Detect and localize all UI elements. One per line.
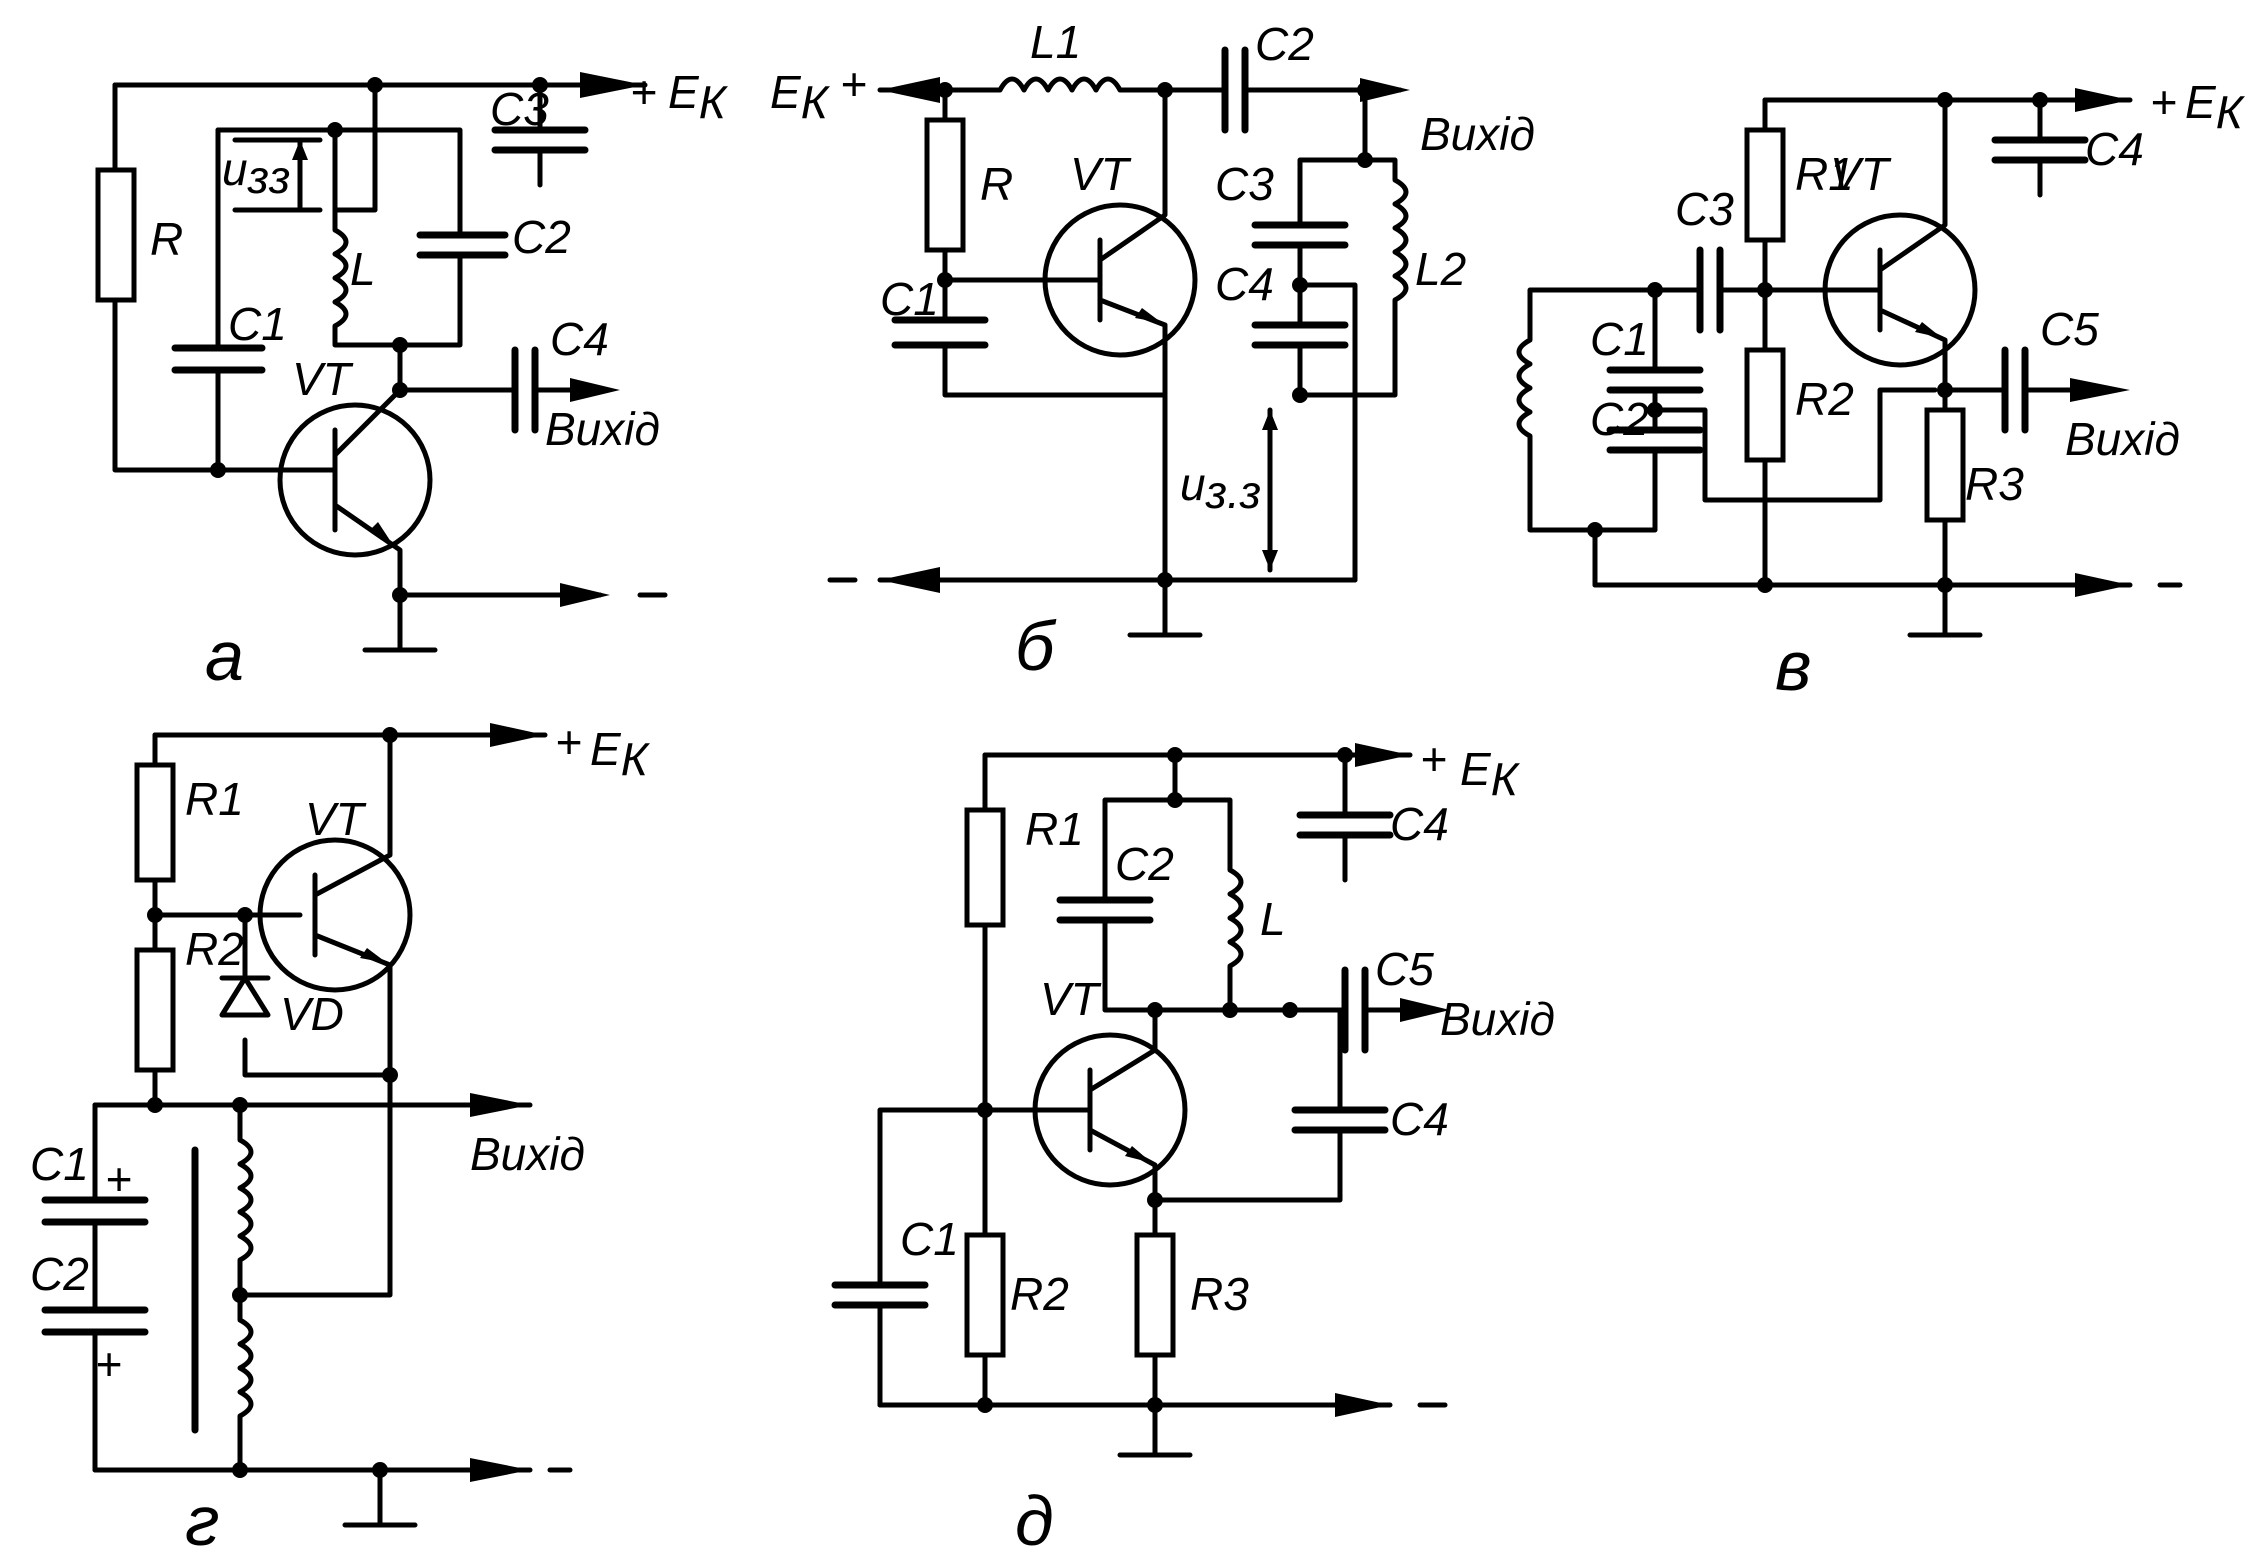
resistor-r2-label: R2 xyxy=(185,923,244,975)
capacitor-c4-label: C4 xyxy=(1390,1093,1449,1145)
capacitor-c1-label: C1 xyxy=(880,273,939,325)
inductor-l1-label: L1 xyxy=(1030,16,1081,68)
resistor-r xyxy=(924,117,966,253)
capacitor-c5-label: C5 xyxy=(1375,943,1434,995)
plus-sign: + xyxy=(840,58,867,110)
supply-label: EК xyxy=(590,723,651,785)
resistor-r3 xyxy=(1134,1232,1176,1358)
transistor-vt xyxy=(1822,212,1978,368)
plus-sign: + xyxy=(2150,76,2177,128)
capacitor-c1-label: C1 xyxy=(30,1138,89,1190)
capacitor-c2-label: C2 xyxy=(1255,18,1314,70)
resistor-r1 xyxy=(964,807,1006,928)
capacitor-c4-label: C4 xyxy=(1390,798,1449,850)
supply-label: EК xyxy=(770,66,831,128)
resistor-r3 xyxy=(1924,407,1966,523)
capacitor-c4-label: C4 xyxy=(2085,123,2144,175)
resistor-r2 xyxy=(134,947,176,1073)
capacitor-c2-label: C2 xyxy=(30,1248,89,1300)
output-label: Вихід xyxy=(1420,108,1535,160)
panel-g-caption: г xyxy=(185,1482,220,1560)
diode-vd-label: VD xyxy=(280,988,344,1040)
transistor-vt-label: VT xyxy=(1040,973,1102,1025)
inductor-l2-label: L2 xyxy=(1415,243,1466,295)
resistor-r2 xyxy=(1744,347,1786,463)
resistor-r2-label: R2 xyxy=(1795,373,1854,425)
capacitor-c1-label: C1 xyxy=(228,298,287,350)
output-label: Вихід xyxy=(470,1128,585,1180)
transistor-vt-label: VT xyxy=(1830,148,1892,200)
panel-v-caption: в xyxy=(1775,627,1812,705)
capacitor-c5-label: C5 xyxy=(2040,303,2099,355)
transistor-vt xyxy=(257,837,413,993)
resistor-r-label: R xyxy=(980,158,1013,210)
plus-sign: + xyxy=(630,66,657,118)
resistor-r1 xyxy=(1744,127,1786,243)
supply-label: EК xyxy=(1460,743,1521,805)
capacitor-c4-label: C4 xyxy=(550,313,609,365)
feedback-voltage-label: uзз xyxy=(222,143,290,203)
inductor-l-label: L xyxy=(350,243,376,295)
panel-a-caption: а xyxy=(205,617,244,695)
capacitor-c2-label: C2 xyxy=(1590,393,1649,445)
output-label: Вихід xyxy=(1440,993,1555,1045)
plus-sign: + xyxy=(105,1153,132,1205)
transistor-vt-label: VT xyxy=(1070,148,1132,200)
resistor-r2 xyxy=(964,1232,1006,1358)
resistor-r3-label: R3 xyxy=(1965,458,2024,510)
capacitor-c2-label: C2 xyxy=(512,211,571,263)
inductor-l-label: L xyxy=(1260,893,1286,945)
capacitor-c1-label: C1 xyxy=(900,1213,959,1265)
resistor-r1 xyxy=(134,762,176,883)
transistor-vt-label: VT xyxy=(292,353,354,405)
panel-b-caption: б xyxy=(1015,607,1057,685)
panel-d-caption: д xyxy=(1015,1482,1054,1560)
plus-sign: + xyxy=(555,716,582,768)
resistor-r1-label: R1 xyxy=(1795,148,1854,200)
output-label: Вихід xyxy=(545,403,660,455)
circuit-panel-b: EК + L1 C2 Вихід R C1 VT C3 C4 L2 uз.з xyxy=(770,16,1535,685)
resistor-r-label: R xyxy=(150,213,183,265)
transistor-vt-label: VT xyxy=(305,793,367,845)
supply-label: EК xyxy=(668,66,729,128)
circuit-panel-d: + EК C4 R1 R2 C1 C2 L VT C4 C5 Вихід xyxy=(831,733,1555,1560)
circuit-panel-v: + EК C4 R1 R2 C3 C1 C2 VT R3 C5 xyxy=(1516,76,2246,705)
resistor-r3-label: R3 xyxy=(1190,1268,1249,1320)
capacitor-c4-label: C4 xyxy=(1215,258,1274,310)
capacitor-c3-label: C3 xyxy=(1215,158,1274,210)
transistor-vt xyxy=(277,402,433,558)
capacitor-c1-label: C1 xyxy=(1590,313,1649,365)
feedback-voltage-label: uз.з xyxy=(1180,458,1261,518)
plus-sign: + xyxy=(1420,733,1447,785)
output-label: Вихід xyxy=(2065,413,2180,465)
circuit-panel-a: + EК R C1 L C2 uзз C3 VT C4 Вихід xyxy=(95,66,729,695)
circuit-panel-g: + EК R1 R2 VD VT Вихід C1 C2 + + xyxy=(30,716,651,1560)
plus-sign: + xyxy=(95,1338,122,1390)
resistor-r xyxy=(95,167,137,303)
supply-label: EК xyxy=(2185,76,2246,138)
capacitor-c2-label: C2 xyxy=(1115,838,1174,890)
resistor-r2-label: R2 xyxy=(1010,1268,1069,1320)
resistor-r1-label: R1 xyxy=(1025,803,1084,855)
capacitor-c3-label: C3 xyxy=(1675,183,1734,235)
resistor-r1-label: R1 xyxy=(185,773,244,825)
